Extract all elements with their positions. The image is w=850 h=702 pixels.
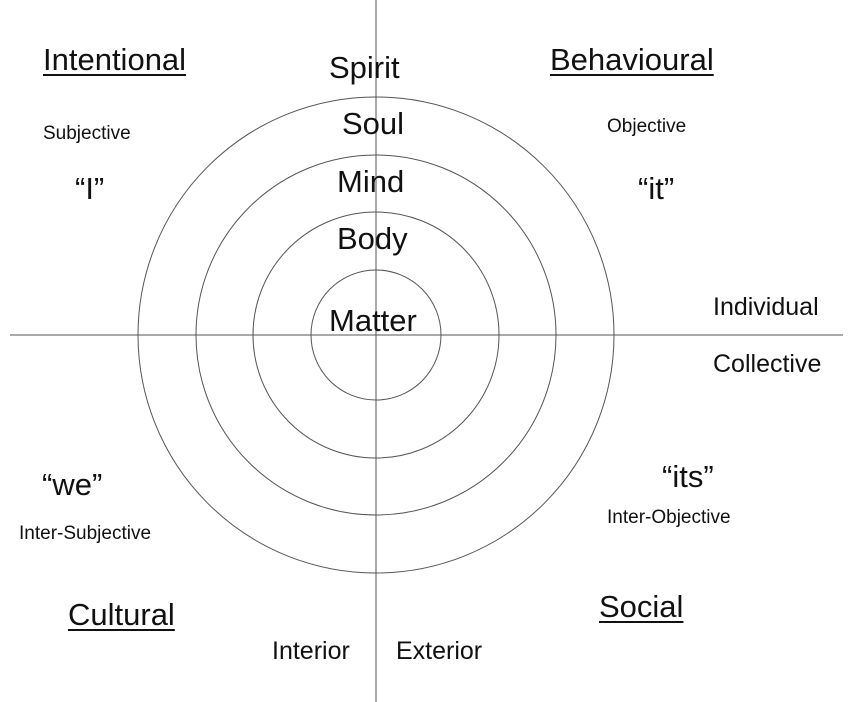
level-soul-label: Soul [342,106,405,141]
level-mind-label: Mind [337,164,405,199]
inter-objective-label: Inter-Objective [607,507,731,528]
subjective-label: Subjective [43,123,131,144]
cultural-heading: Cultural [68,597,175,632]
pronoun-i-label: “I” [75,171,105,206]
pronoun-we-label: “we” [42,467,103,502]
ring-matter [310,269,442,401]
objective-label: Objective [607,116,687,137]
ring-soul [195,154,557,516]
collective-axis-label: Collective [713,350,822,378]
individual-axis-label: Individual [713,293,819,321]
intentional-heading: Intentional [43,42,187,77]
ring-mind [252,211,500,459]
behavioural-heading: Behavioural [550,42,714,77]
level-matter-label: Matter [329,303,417,338]
level-spirit-label: Spirit [329,50,400,85]
social-heading: Social [599,589,684,624]
interior-axis-label: Interior [272,637,350,665]
pronoun-it-label: “it” [638,171,675,206]
level-body-label: Body [337,221,408,256]
ring-spirit [137,96,615,574]
pronoun-its-label: “its” [662,459,714,494]
exterior-axis-label: Exterior [396,637,483,665]
inter-subjective-label: Inter-Subjective [19,523,152,544]
